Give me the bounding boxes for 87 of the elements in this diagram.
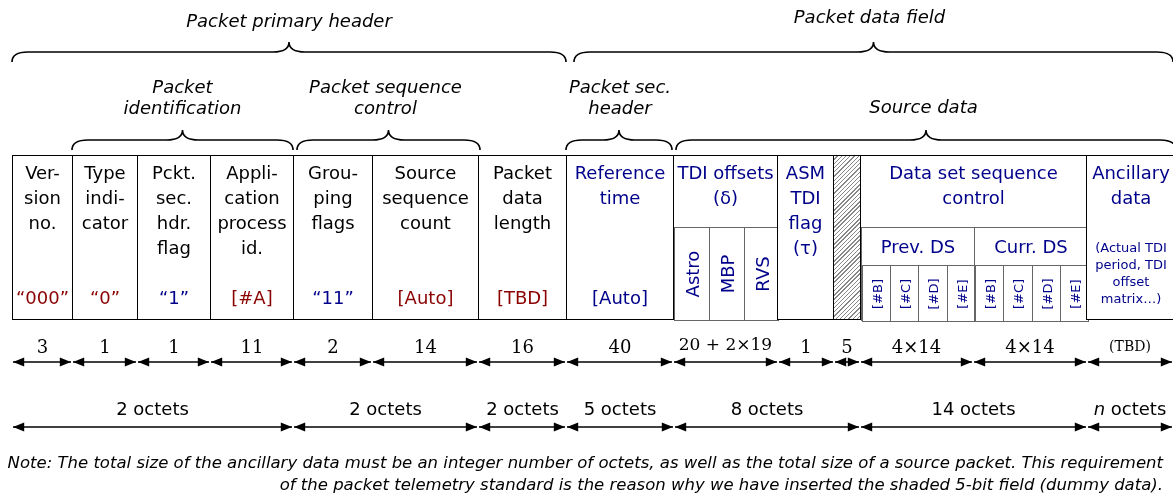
section-heading: Source data: [868, 96, 979, 117]
field-value: “1”: [157, 287, 191, 309]
subfield-cell: [975, 265, 1004, 322]
bit-count: 3: [35, 336, 50, 357]
field-value: “000”: [15, 287, 70, 309]
field-name: Prev. DS: [879, 235, 957, 259]
field-name: Reference time: [573, 161, 667, 210]
field-cell: [478, 155, 567, 320]
subfield-cell: [674, 227, 710, 321]
field-name: Curr. DS: [993, 235, 1069, 259]
bit-count: 5: [840, 336, 854, 357]
field-cell: [566, 155, 674, 320]
bit-count: 4×14: [1004, 336, 1056, 357]
section-heading: Packet sec. header: [567, 76, 673, 118]
section-heading: Packet primary header: [185, 10, 394, 31]
bit-count: 11: [239, 336, 265, 357]
field-value: “0”: [88, 287, 122, 309]
bit-count: 16: [510, 336, 535, 357]
subfield-cell: [744, 227, 779, 321]
field-cell: [372, 155, 479, 320]
octet-count: 2 octets: [115, 398, 190, 419]
section-heading: Packet data field: [792, 6, 947, 27]
subfield-cell: [947, 265, 976, 322]
octet-count: 8 octets: [729, 398, 805, 419]
field-cell: [777, 155, 834, 320]
bit-count: 2: [326, 336, 340, 357]
dummy-field: [833, 155, 861, 320]
bit-count: 20 + 2×19: [677, 334, 774, 354]
octet-count: 2 octets: [485, 398, 560, 419]
subfield-cell: [890, 265, 919, 322]
field-cell: [293, 155, 373, 320]
field-name: Type indi-cator: [80, 161, 130, 235]
field-value: [Auto]: [591, 287, 649, 309]
field-value: [Auto]: [396, 287, 455, 309]
field-name: Data set sequence control: [888, 161, 1059, 210]
field-value: “11”: [311, 287, 355, 309]
subfield-name: RVS: [751, 256, 772, 292]
field-name: Grou-ping flags: [307, 161, 359, 235]
field-group-cell: [860, 155, 1087, 320]
subfield-name: [#C]: [1010, 278, 1026, 309]
field-value: [#A]: [230, 287, 274, 309]
field-name: Ver-sion no.: [23, 161, 62, 235]
subfield-cell: [918, 265, 948, 322]
field-name: TDI offsets (δ): [676, 161, 775, 210]
field-group-cell: [673, 155, 778, 320]
note: Note: The total size of the ancillary data must be an integer number of octets, as well as the total size of a source packet. This requirement of the packet telemetry standard is the reason why we have inserted the shaded 5-bit field (dummy data).: [6, 452, 1163, 496]
subfield-name: MBP: [716, 254, 738, 294]
octet-count: n octets: [1092, 398, 1168, 419]
bit-count: 14: [413, 336, 438, 357]
subfield-cell: [1032, 265, 1061, 322]
field-cell: [72, 155, 138, 320]
section-heading: Packet sequence control: [308, 76, 463, 118]
field-cell: [137, 155, 211, 320]
field-cell: [1086, 155, 1173, 320]
bit-count: (TBD): [1108, 338, 1152, 354]
field-cell: [12, 155, 73, 320]
section-heading: Packet identification: [122, 76, 243, 118]
field-note: (Actual TDI period, TDI offset matrix…): [1094, 239, 1168, 307]
bit-count: 1: [799, 336, 813, 357]
field-cell: [210, 155, 294, 320]
subfield-name: [#E]: [954, 278, 969, 309]
bit-count: 1: [167, 336, 181, 357]
subfield-group-cell: [861, 227, 975, 321]
subfield-name: [#D]: [1039, 278, 1054, 309]
field-value: [TBD]: [495, 287, 550, 309]
subfield-cell: [709, 227, 745, 321]
subfield-name: [#B]: [982, 278, 997, 309]
subfield-name: [#E]: [1067, 278, 1082, 309]
field-name: Appli-cation process id.: [216, 161, 288, 260]
subfield-name: [#B]: [869, 278, 884, 309]
field-name: Packet data length: [492, 161, 553, 235]
subfield-name: Astro: [681, 250, 703, 298]
subfield-cell: [1003, 265, 1033, 322]
bit-count: 1: [98, 336, 112, 357]
octet-count: 2 octets: [348, 398, 423, 419]
field-name: Pckt. sec. hdr. flag: [151, 161, 197, 260]
subfield-name: [#C]: [897, 278, 912, 309]
octet-count: 5 octets: [582, 398, 658, 419]
subfield-name: [#D]: [925, 278, 941, 309]
field-name: ASM TDI flag (τ): [784, 161, 827, 260]
field-name: Source sequence count: [381, 161, 470, 235]
bit-count: 4×14: [890, 336, 943, 357]
subfield-cell: [862, 265, 891, 322]
bit-count: 40: [607, 336, 633, 357]
octet-count: 14 octets: [930, 398, 1017, 419]
subfield-group-cell: [974, 227, 1088, 321]
field-name: Ancillary data: [1091, 161, 1171, 210]
